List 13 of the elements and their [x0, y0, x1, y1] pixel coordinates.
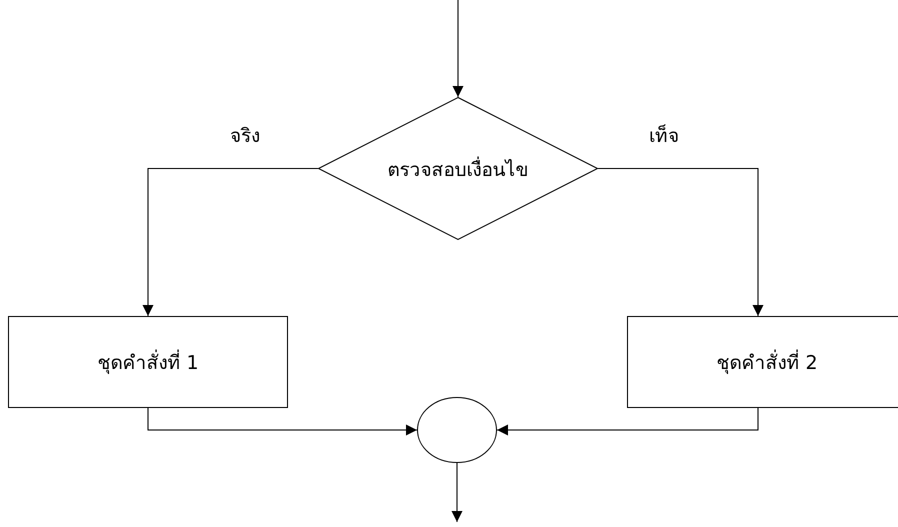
- arrow: [452, 462, 462, 522]
- process-box: [8, 316, 288, 408]
- arrow: [142, 168, 318, 316]
- node-label: ตรวจสอบเงื่อนไข: [388, 156, 528, 182]
- node-label: ชุดคำสั่งที่ 1: [97, 347, 199, 377]
- arrow: [148, 408, 418, 436]
- process-box: [627, 316, 898, 408]
- connector-circle: [417, 397, 497, 463]
- arrow: [452, 0, 464, 98]
- arrow: [598, 168, 764, 316]
- node-label: ชุดคำสั่งที่ 2: [716, 347, 818, 377]
- decision-diamond: [318, 97, 598, 240]
- arrow: [496, 408, 758, 436]
